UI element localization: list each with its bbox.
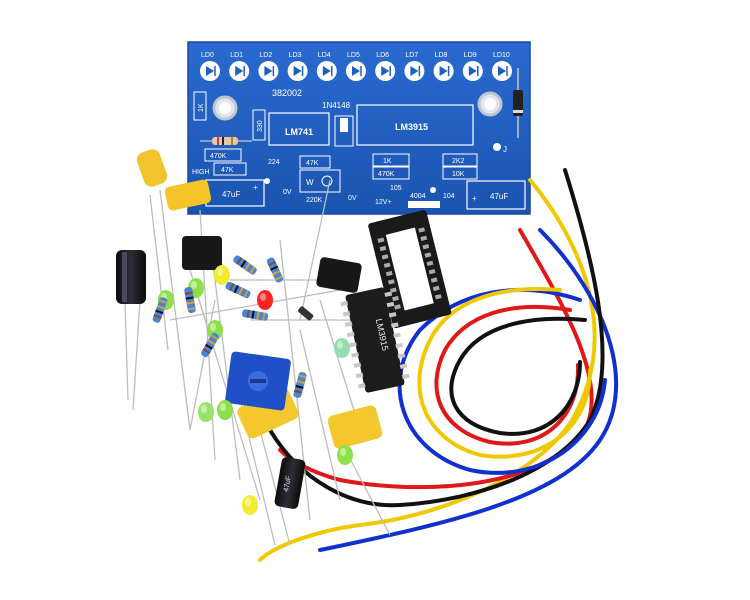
r-330-label: 330 bbox=[257, 120, 264, 132]
resistor bbox=[266, 257, 284, 283]
led-label: LD8 bbox=[435, 52, 448, 59]
resistor bbox=[225, 281, 251, 299]
cap-marking: 47uF bbox=[283, 475, 293, 492]
transistor bbox=[182, 236, 222, 270]
led-label: LD9 bbox=[464, 52, 477, 59]
led-label: LD0 bbox=[201, 52, 214, 59]
pot-w-label: W bbox=[306, 178, 314, 187]
component-pile: LM3915 47uF bbox=[116, 149, 452, 546]
ic2-footprint bbox=[356, 104, 474, 146]
r-2k2-label: 2K2 bbox=[452, 158, 465, 165]
electrolytic-capacitor-small bbox=[274, 457, 306, 509]
led bbox=[214, 265, 230, 285]
led-label: LD3 bbox=[289, 52, 302, 59]
r-470k-label: 470K bbox=[210, 153, 227, 160]
led-label: LD4 bbox=[318, 52, 331, 59]
ic-socket bbox=[368, 210, 452, 329]
led-row: LD0 LD1 LD2 LD3 LD4 LD5 LD6 LD7 LD8 LD9 LD10 bbox=[200, 52, 512, 81]
resistor bbox=[241, 309, 269, 321]
ic1-footprint bbox=[268, 112, 330, 146]
resistor bbox=[233, 255, 257, 275]
v12-label: 12V+ bbox=[375, 199, 392, 206]
r-1k-vertical-label: 1K bbox=[198, 103, 205, 112]
led-label: LD1 bbox=[230, 52, 243, 59]
wire-loop-black bbox=[449, 316, 587, 436]
board-diode bbox=[513, 90, 523, 116]
led bbox=[217, 400, 233, 420]
resistor bbox=[184, 286, 196, 314]
resistor bbox=[293, 372, 307, 398]
ceramic-capacitor bbox=[164, 179, 212, 211]
led-label: LD7 bbox=[405, 52, 418, 59]
ceramic-capacitor bbox=[327, 405, 383, 449]
wire-yellow bbox=[258, 178, 597, 562]
ic2-label: LM3915 bbox=[395, 122, 428, 132]
pcb-board: LD0 LD1 LD2 LD3 LD4 LD5 LD6 LD7 LD8 LD9 LD10 38200… bbox=[187, 41, 531, 215]
r-47k-mid-label: 47K bbox=[306, 160, 319, 167]
led-label: LD2 bbox=[259, 52, 272, 59]
ov-right-label: 0V bbox=[348, 195, 357, 202]
high-label: HIGH bbox=[192, 169, 210, 176]
ic1-label: LM741 bbox=[285, 127, 313, 137]
r-220k-label: 220K bbox=[306, 197, 323, 204]
resistor bbox=[152, 297, 168, 323]
cap-left-label: 47uF bbox=[222, 190, 240, 199]
cap-right-label: 47uF bbox=[490, 192, 508, 201]
wire-blue bbox=[318, 228, 618, 552]
diode-loose bbox=[298, 306, 314, 321]
d-4004-label: 4004 bbox=[410, 193, 426, 200]
led bbox=[334, 338, 350, 358]
led-label: LD5 bbox=[347, 52, 360, 59]
wires bbox=[258, 168, 618, 562]
r-470k-mid-label: 470K bbox=[378, 171, 395, 178]
svg-text:+: + bbox=[253, 183, 258, 192]
board-resistor bbox=[212, 137, 238, 145]
ov-left-label: 0V bbox=[283, 189, 292, 196]
c-105-label: 105 bbox=[390, 185, 402, 192]
led bbox=[198, 402, 214, 422]
electrolytic-capacitor-left bbox=[116, 250, 146, 304]
diode-label: 1N4148 bbox=[322, 101, 351, 110]
r-1k-label: 1K bbox=[383, 158, 392, 165]
led bbox=[207, 320, 223, 340]
resistor bbox=[201, 332, 219, 358]
cap-right-footprint bbox=[466, 180, 526, 210]
ic-chip: LM3915 bbox=[340, 287, 410, 393]
wire-loop-red bbox=[434, 305, 581, 446]
svg-text:+: + bbox=[472, 194, 477, 203]
r-10k-label: 10K bbox=[452, 171, 465, 178]
ceramic-capacitor bbox=[136, 149, 168, 187]
r-47k-left-label: 47K bbox=[221, 167, 234, 174]
led-label: LD10 bbox=[493, 52, 510, 59]
led bbox=[257, 290, 273, 310]
led bbox=[242, 495, 258, 515]
transistor bbox=[316, 257, 362, 293]
c-224-label: 224 bbox=[268, 159, 280, 166]
led-label: LD6 bbox=[376, 52, 389, 59]
wire-loop-yellow bbox=[417, 287, 592, 459]
c-104-label: 104 bbox=[443, 193, 455, 200]
board-code: 382002 bbox=[272, 88, 302, 98]
jumper-label: J bbox=[503, 145, 507, 154]
led bbox=[337, 445, 353, 465]
